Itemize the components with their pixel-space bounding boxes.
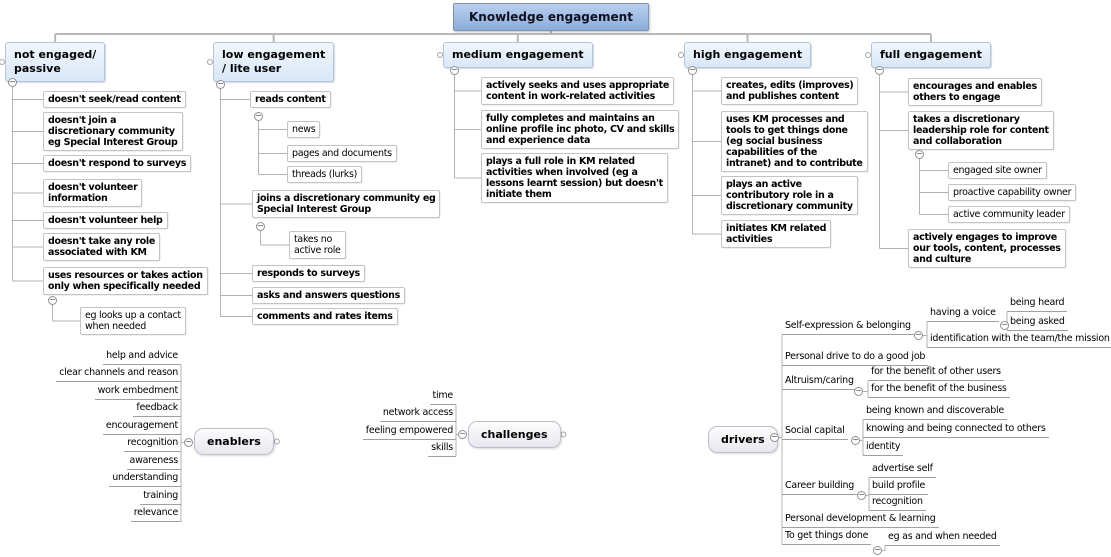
tree-node[interactable]: comments and rates items (252, 308, 398, 325)
list-item[interactable]: feedback (133, 402, 181, 417)
collapse-minus-icon[interactable] (450, 66, 459, 75)
port-circle-icon (273, 438, 280, 445)
collapse-minus-icon[interactable] (256, 222, 265, 231)
tree-node[interactable]: fully completes and maintains an online … (481, 110, 680, 149)
branch-header-low-engagement[interactable]: low engagement / lite user (213, 42, 335, 82)
hub-enablers[interactable]: enablers (194, 428, 274, 455)
collapse-minus-icon[interactable] (688, 66, 697, 75)
list-item[interactable]: work embedment (94, 385, 181, 400)
list-item[interactable]: advertise self (869, 463, 936, 478)
collapse-minus-icon[interactable] (873, 546, 882, 555)
list-item[interactable]: for the benefit of other users (868, 366, 1004, 381)
collapse-minus-icon[interactable] (854, 387, 863, 396)
list-item[interactable]: recognition (124, 437, 181, 452)
tree-node[interactable]: actively engages to improve our tools, c… (908, 229, 1066, 268)
list-item[interactable]: training (140, 490, 181, 505)
list-item[interactable]: Altruism/caring (782, 375, 857, 390)
list-item[interactable]: for the benefit of the business (868, 383, 1010, 398)
port-circle-icon (207, 59, 213, 65)
list-item[interactable]: recognition (869, 496, 926, 511)
collapse-minus-icon[interactable] (254, 112, 263, 121)
tree-node[interactable]: doesn't respond to surveys (43, 155, 192, 172)
collapse-minus-icon[interactable] (914, 331, 923, 340)
tree-node[interactable]: responds to surveys (252, 265, 365, 282)
collapse-minus-icon[interactable] (184, 438, 193, 447)
collapse-minus-icon[interactable] (458, 430, 467, 439)
port-circle-icon (0, 59, 5, 65)
list-item[interactable]: awareness (126, 455, 181, 470)
list-item[interactable]: clear channels and reason (56, 367, 181, 382)
collapse-minus-icon[interactable] (48, 296, 57, 305)
list-item[interactable]: being asked (1007, 316, 1068, 331)
hub-challenges[interactable]: challenges (468, 421, 561, 448)
collapse-minus-icon[interactable] (915, 150, 924, 159)
tree-node[interactable]: creates, edits (improves) and publishes … (721, 77, 859, 105)
tree-node[interactable]: eg looks up a contact when needed (80, 307, 186, 335)
port-circle-icon (437, 52, 443, 58)
port-circle-icon (560, 431, 567, 438)
tree-node[interactable]: doesn't volunteer help (43, 212, 168, 229)
tree-node[interactable]: news (287, 121, 321, 138)
list-item[interactable]: knowing and being connected to others (863, 423, 1049, 438)
tree-node[interactable]: plays a full role in KM related activiti… (481, 153, 668, 203)
tree-node[interactable]: active community leader (948, 206, 1070, 223)
tree-node[interactable]: engaged site owner (948, 162, 1047, 179)
list-item[interactable]: having a voice (927, 307, 999, 322)
list-item[interactable]: skills (428, 442, 456, 457)
port-circle-icon (865, 52, 871, 58)
list-item[interactable]: help and advice (103, 350, 181, 365)
collapse-minus-icon[interactable] (216, 80, 225, 89)
tree-node[interactable]: takes no active role (289, 231, 346, 259)
list-item[interactable]: identity (863, 441, 904, 456)
collapse-minus-icon[interactable] (770, 433, 779, 442)
tree-node[interactable]: uses KM processes and tools to get thing… (721, 111, 868, 172)
tree-node[interactable]: doesn't seek/read content (43, 91, 186, 108)
collapse-minus-icon[interactable] (1000, 321, 1009, 330)
collapse-minus-icon[interactable] (851, 436, 860, 445)
tree-node[interactable]: joins a discretionary community eg Speci… (252, 190, 441, 218)
list-item[interactable]: relevance (130, 507, 181, 522)
tree-node[interactable]: takes a discretionary leadership role fo… (908, 111, 1054, 150)
list-item[interactable]: being known and discoverable (863, 405, 1007, 420)
tree-node[interactable]: doesn't take any role associated with KM (43, 233, 160, 261)
tree-node[interactable]: doesn't join a discretionary community e… (43, 112, 183, 151)
list-item[interactable]: Career building (782, 480, 858, 495)
list-item[interactable]: Personal development & learning (782, 513, 939, 528)
tree-node[interactable]: initiates KM related activities (721, 220, 832, 248)
tree-node[interactable]: doesn't volunteer information (43, 179, 143, 207)
tree-node[interactable]: plays an active contributory role in a d… (721, 176, 858, 215)
list-item[interactable]: To get things done (782, 530, 872, 545)
tree-node[interactable]: pages and documents (287, 145, 397, 162)
tree-node[interactable]: uses resources or takes action only when… (43, 267, 208, 295)
list-item[interactable]: being heard (1007, 297, 1068, 312)
root-node-knowledge-engagement[interactable]: Knowledge engagement (453, 3, 649, 31)
list-item[interactable]: network access (379, 407, 456, 422)
branch-header-not-engaged-passive[interactable]: not engaged/ passive (5, 42, 106, 82)
list-item[interactable]: time (429, 390, 456, 405)
tree-node[interactable]: asks and answers questions (252, 287, 405, 304)
list-item[interactable]: Self-expression & belonging (782, 320, 914, 335)
tree-node[interactable]: encourages and enables others to engage (908, 78, 1042, 106)
list-item[interactable]: Personal drive to do a good job (782, 351, 929, 366)
branch-header-medium-engagement[interactable]: medium engagement (443, 42, 593, 68)
collapse-minus-icon[interactable] (857, 491, 866, 500)
port-circle-icon (678, 52, 684, 58)
collapse-minus-icon[interactable] (875, 66, 884, 75)
hub-drivers[interactable]: drivers (708, 426, 778, 453)
list-item[interactable]: feeling empowered (362, 425, 456, 440)
branch-header-high-engagement[interactable]: high engagement (684, 42, 812, 68)
list-item[interactable]: Social capital (782, 425, 848, 440)
list-item[interactable]: understanding (109, 472, 181, 487)
tree-node[interactable]: actively seeks and uses appropriate cont… (481, 77, 675, 105)
list-item[interactable]: eg as and when needed (885, 531, 1000, 546)
list-item[interactable]: identification with the team/the mission (927, 333, 1111, 348)
tree-node[interactable]: reads content (250, 91, 331, 108)
collapse-minus-icon[interactable] (8, 78, 17, 87)
branch-header-full-engagement[interactable]: full engagement (871, 42, 991, 68)
tree-node[interactable]: proactive capability owner (948, 184, 1077, 201)
list-item[interactable]: build profile (869, 480, 929, 495)
tree-node[interactable]: threads (lurks) (287, 166, 363, 183)
list-item[interactable]: encouragement (102, 420, 181, 435)
